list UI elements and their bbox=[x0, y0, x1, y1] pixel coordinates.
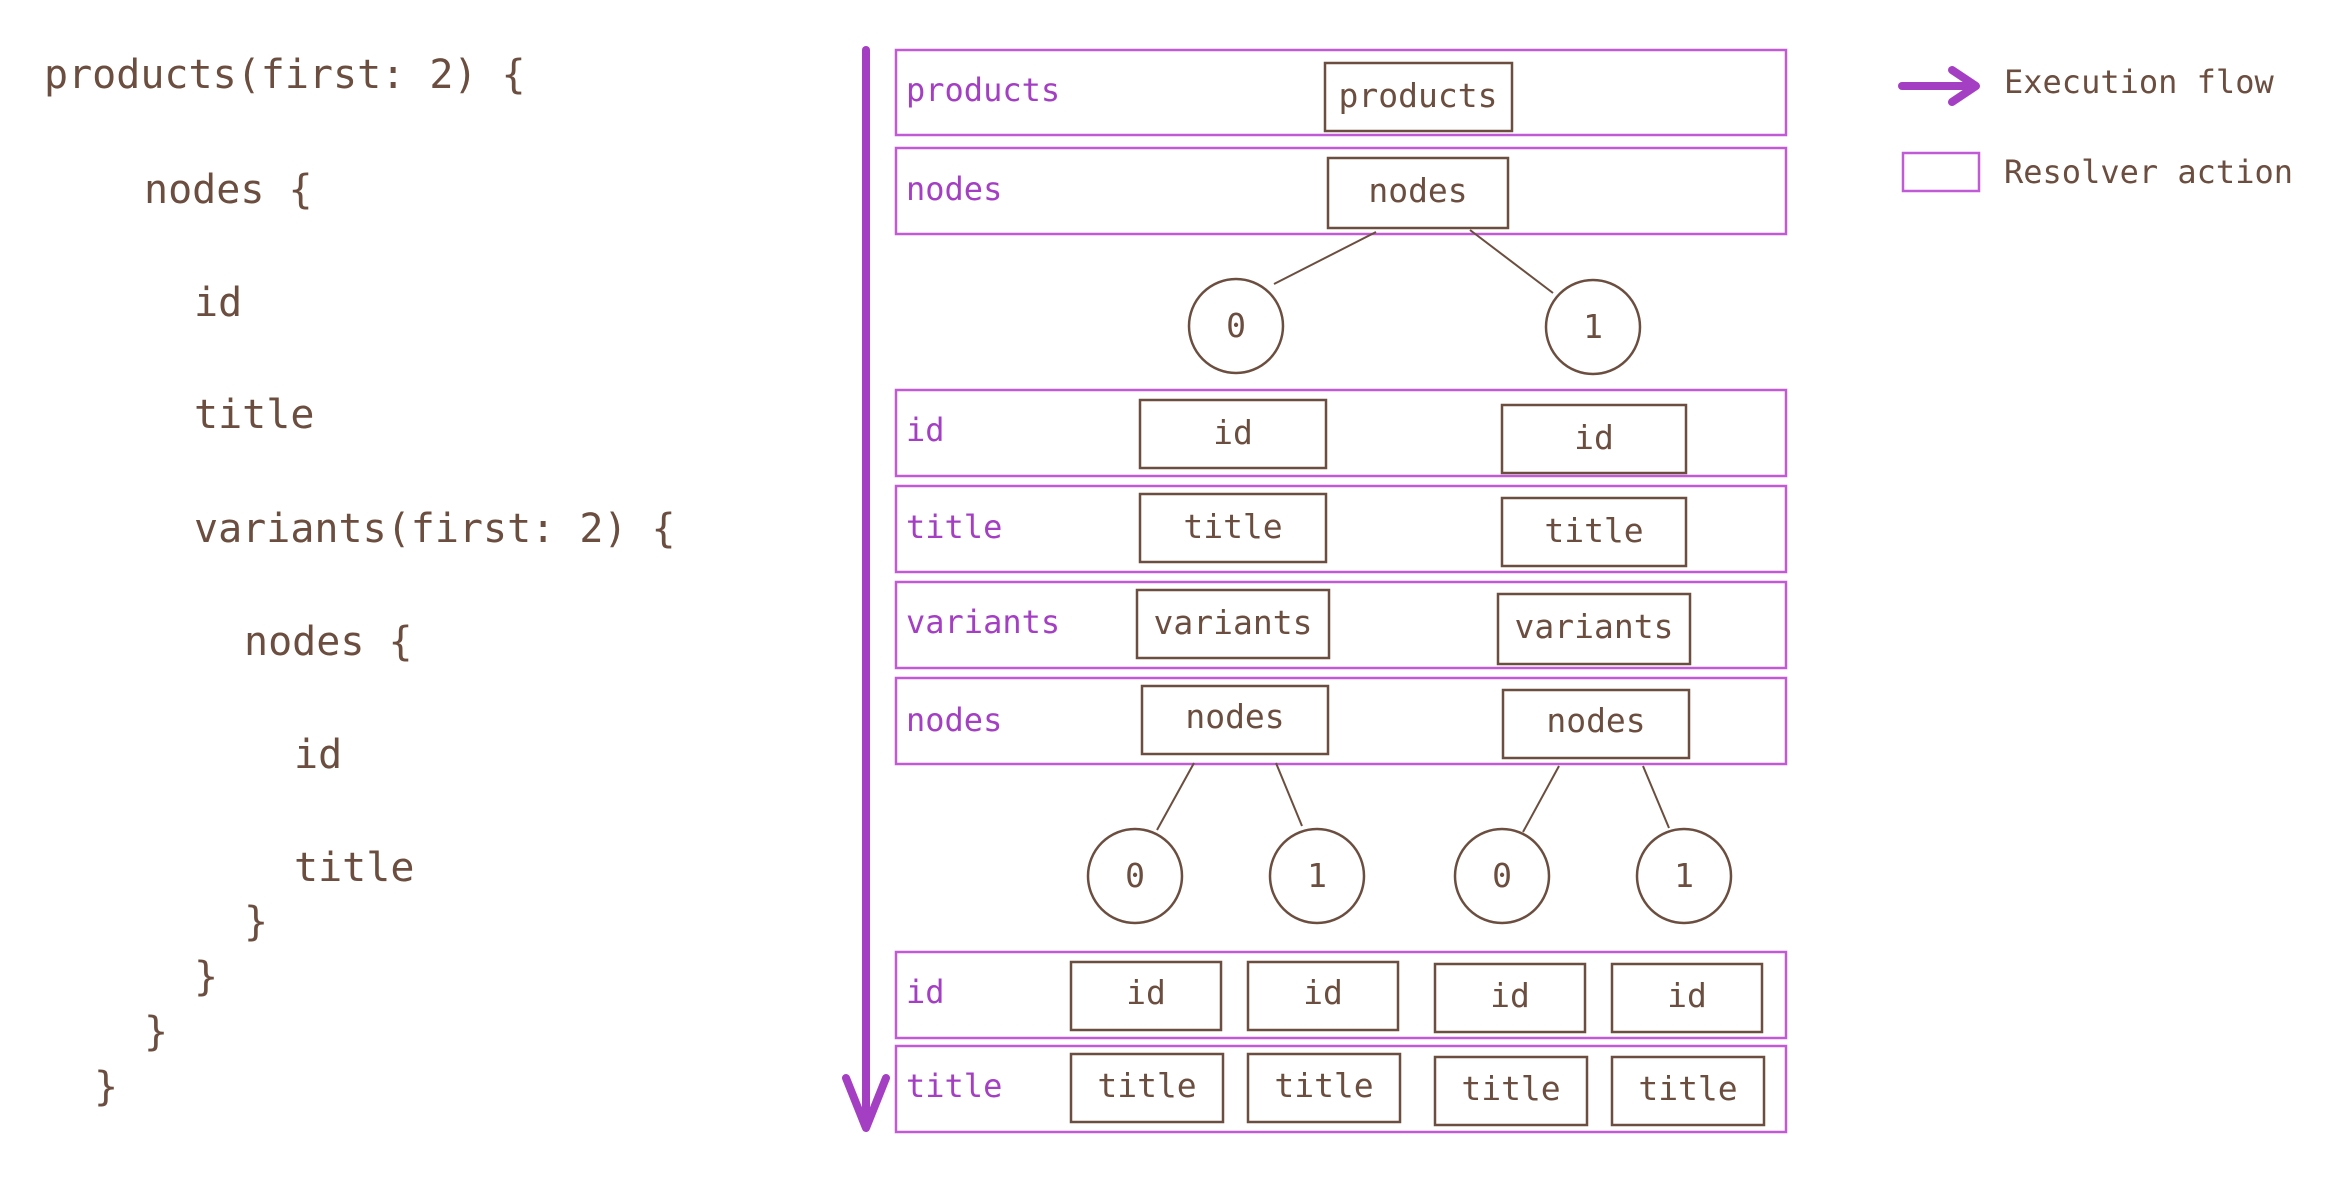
resolver-box bbox=[1610, 1055, 1766, 1127]
code-line: id bbox=[294, 732, 342, 778]
resolver-label: nodes bbox=[1546, 701, 1645, 740]
resolver-box bbox=[1610, 962, 1764, 1034]
resolver-box bbox=[1069, 1052, 1225, 1124]
row-label: id bbox=[906, 411, 945, 449]
resolver-box bbox=[1496, 592, 1692, 666]
code-line: } bbox=[194, 954, 218, 1000]
row-label: title bbox=[906, 1067, 1002, 1105]
resolver-label: nodes bbox=[1368, 171, 1467, 210]
row-id: id id id id id bbox=[894, 950, 1788, 1040]
resolver-label: variants bbox=[1154, 603, 1313, 642]
connectors-level2 bbox=[1156, 762, 1670, 833]
resolver-box bbox=[1069, 960, 1223, 1032]
code-line: } bbox=[94, 1064, 118, 1110]
resolver-box bbox=[1246, 960, 1400, 1032]
resolver-label: title bbox=[1274, 1066, 1373, 1105]
resolver-box bbox=[1500, 403, 1688, 475]
resolver-box bbox=[1140, 684, 1330, 756]
resolver-label: title bbox=[1461, 1069, 1560, 1108]
legend: Execution flow Resolver action bbox=[1898, 63, 2293, 193]
row-title: title title title title title bbox=[894, 1044, 1788, 1134]
index-node: 1 bbox=[1544, 278, 1642, 376]
resolver-label: id bbox=[1303, 973, 1343, 1012]
resolver-label: title bbox=[1638, 1069, 1737, 1108]
index-node: 1 bbox=[1268, 827, 1366, 925]
resolver-box bbox=[1500, 496, 1688, 568]
row-label: products bbox=[906, 71, 1060, 109]
row-variants: variants variants variants bbox=[894, 580, 1788, 670]
legend-resolver-action: Resolver action bbox=[1901, 151, 2293, 193]
resolver-label: id bbox=[1126, 973, 1166, 1012]
resolver-box bbox=[1433, 962, 1587, 1034]
svg-text:0: 0 bbox=[1226, 306, 1246, 345]
svg-text:0: 0 bbox=[1125, 856, 1145, 895]
execution-flow-arrow bbox=[842, 46, 890, 1132]
svg-text:1: 1 bbox=[1307, 856, 1327, 895]
code-line: variants(first: 2) { bbox=[194, 506, 676, 552]
resolver-label: title bbox=[1544, 511, 1643, 550]
index-node: 0 bbox=[1086, 827, 1184, 925]
code-line: } bbox=[144, 1009, 168, 1055]
row-label: variants bbox=[906, 603, 1060, 641]
row-nodes: nodes nodes nodes bbox=[894, 676, 1788, 766]
resolver-label: products bbox=[1339, 76, 1498, 115]
resolver-label: id bbox=[1490, 976, 1530, 1015]
row-label: id bbox=[906, 973, 945, 1011]
resolver-label: nodes bbox=[1185, 697, 1284, 736]
legend-label: Execution flow bbox=[2004, 63, 2274, 101]
resolver-label: title bbox=[1183, 507, 1282, 546]
resolver-box bbox=[1246, 1052, 1402, 1124]
resolver-label: id bbox=[1574, 418, 1614, 457]
resolver-label: title bbox=[1097, 1066, 1196, 1105]
svg-text:1: 1 bbox=[1583, 307, 1603, 346]
code-line: products(first: 2) { bbox=[44, 52, 526, 98]
code-line: } bbox=[244, 899, 268, 945]
resolver-box bbox=[1501, 688, 1691, 760]
connectors-level1 bbox=[1273, 229, 1554, 294]
index-node: 0 bbox=[1453, 827, 1551, 925]
index-node: 1 bbox=[1635, 827, 1733, 925]
legend-label: Resolver action bbox=[2004, 153, 2293, 191]
index-node: 0 bbox=[1187, 277, 1285, 375]
code-line: title bbox=[194, 392, 314, 438]
legend-execution-flow: Execution flow bbox=[1898, 63, 2274, 106]
row-label: title bbox=[906, 508, 1002, 546]
resolver-box bbox=[1433, 1055, 1589, 1127]
svg-text:0: 0 bbox=[1492, 856, 1512, 895]
resolver-box bbox=[1135, 588, 1331, 660]
resolver-box bbox=[1138, 492, 1328, 564]
row-id: id id id bbox=[894, 388, 1788, 478]
resolver-label: id bbox=[1213, 413, 1253, 452]
code-line: nodes { bbox=[144, 167, 313, 213]
resolver-label: variants bbox=[1515, 607, 1674, 646]
row-products: products products bbox=[894, 48, 1788, 137]
row-label: nodes bbox=[906, 170, 1002, 208]
resolver-box bbox=[1323, 61, 1514, 133]
box-icon bbox=[1901, 151, 1981, 193]
code-line: id bbox=[194, 280, 242, 326]
svg-text:1: 1 bbox=[1674, 856, 1694, 895]
query-code: products(first: 2) { nodes { id title va… bbox=[44, 52, 676, 1110]
row-label: nodes bbox=[906, 701, 1002, 739]
resolver-box bbox=[1138, 398, 1328, 470]
code-line: nodes { bbox=[244, 619, 413, 665]
row-nodes: nodes nodes bbox=[894, 146, 1788, 236]
resolver-box bbox=[1326, 156, 1510, 230]
resolver-label: id bbox=[1667, 976, 1707, 1015]
code-line: title bbox=[294, 845, 414, 891]
row-title: title title title bbox=[894, 484, 1788, 574]
